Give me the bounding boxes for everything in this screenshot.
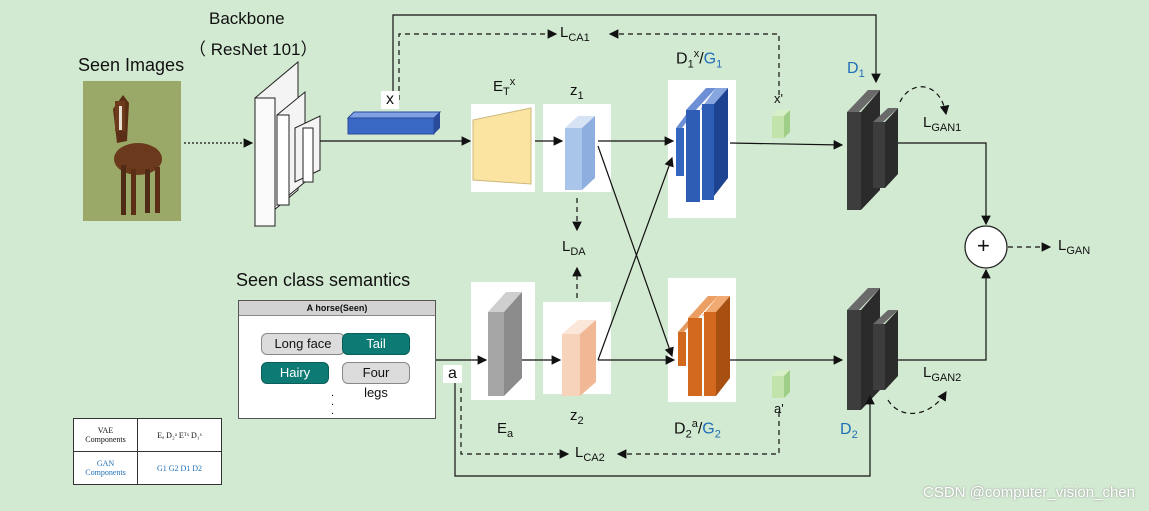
loss-gan-label: LGAN (1058, 237, 1091, 257)
attribute-chip: Four legs (342, 362, 410, 400)
backbone-title: Backbone (209, 9, 285, 28)
discriminator-2 (847, 288, 898, 410)
feature-vector-x (346, 111, 442, 135)
generator-x-label: D1x/G1 (676, 48, 723, 71)
backbone-subtitle: （ ResNet 101） (189, 40, 318, 59)
loss-ca2-label: LCA2 (575, 444, 605, 464)
encoder-a (488, 292, 522, 396)
generator-a (678, 296, 730, 396)
components-legend-table: VAE Components Eₐ D₂ᵃ Eᵀˣ D₁ˣ GAN Compon… (73, 418, 222, 485)
encoder-a-label: Ea (497, 420, 514, 440)
attribute-chip: Long face (261, 333, 345, 355)
z1-label: z1 (570, 82, 584, 102)
seen-images-label: Seen Images (78, 55, 185, 75)
discriminator-2-label: D2 (840, 421, 858, 442)
plus-sign: + (977, 233, 990, 258)
legend-name-cell: VAE Components (73, 418, 138, 452)
discriminator-1 (847, 90, 898, 210)
table-row: VAE Components Eₐ D₂ᵃ Eᵀˣ D₁ˣ (73, 418, 222, 452)
a-label: a (443, 365, 462, 383)
sum-node (964, 225, 1008, 269)
more-attributes-ellipsis: . . . (331, 387, 335, 417)
z2-label: z2 (570, 407, 584, 427)
horse-image (83, 81, 181, 221)
loss-gan1-label: LGAN1 (923, 114, 962, 134)
semantics-card-title: A horse(Seen) (239, 301, 435, 316)
loss-ca1-label: LCA1 (560, 24, 590, 44)
attribute-chip: Tail (342, 333, 410, 355)
x-label: x (381, 91, 399, 109)
x-prime-label: x' (774, 91, 783, 106)
latent-z2 (562, 320, 596, 396)
loss-connections (398, 29, 1052, 459)
a-prime-label: a' (774, 401, 784, 416)
loss-gan2-label: LGAN2 (923, 364, 962, 384)
generator-x (676, 88, 728, 202)
attribute-chip: Hairy (261, 362, 329, 384)
table-row: GAN Components G1 G2 D1 D2 (73, 451, 222, 485)
legend-items-cell: Eₐ D₂ᵃ Eᵀˣ D₁ˣ (137, 418, 222, 452)
seen-class-semantics-label: Seen class semantics (236, 270, 411, 290)
discriminator-1-label: D1 (847, 60, 865, 81)
latent-z1 (565, 116, 595, 190)
legend-name-cell: GAN Components (73, 451, 138, 485)
watermark: CSDN @computer_vision_chen (923, 484, 1135, 501)
loss-da-label: LDA (562, 238, 586, 258)
reconstructed-a (772, 370, 790, 398)
connections (184, 14, 991, 477)
legend-items-cell: G1 G2 D1 D2 (137, 451, 222, 485)
backbone-network (254, 60, 321, 228)
reconstructed-x (772, 110, 790, 138)
semantics-card: A horse(Seen) Long face Tail Hairy Four … (238, 300, 436, 419)
encoder-x (472, 107, 532, 185)
generator-a-label: D2a/G2 (674, 418, 721, 441)
encoder-x-label: ETx (493, 76, 516, 98)
